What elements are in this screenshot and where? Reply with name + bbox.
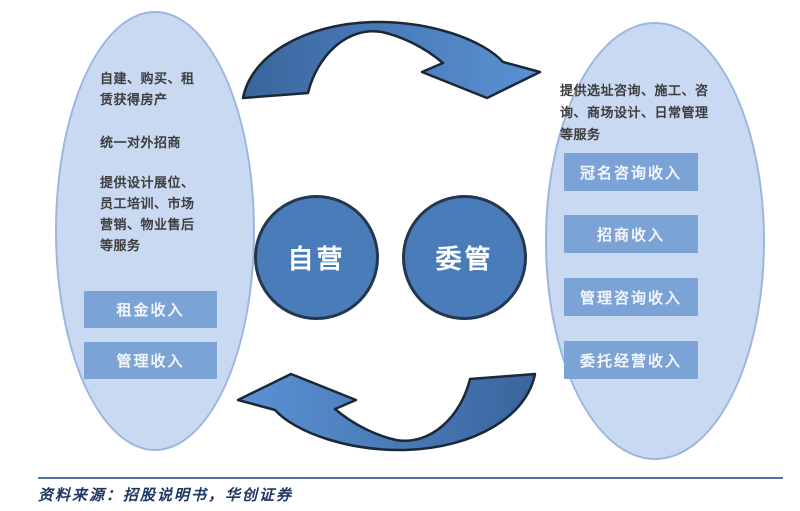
top-curved-arrow-icon [241, 20, 542, 100]
right-ellipse-paragraph-services: 提供选址咨询、施工、咨 询、商场设计、日常管理 等服务 [560, 84, 709, 143]
revenue-box-rent: 租金收入 [84, 291, 217, 328]
bottom-curved-arrow-icon [236, 372, 537, 452]
left-ellipse-paragraph-property: 自建、购买、租 赁获得房产 [100, 72, 195, 108]
circle-commissioned: 委管 [402, 195, 527, 320]
circle-self-operated-label: 自营 [287, 245, 346, 275]
circle-self-operated: 自营 [254, 195, 379, 320]
revenue-box-management-consulting: 管理咨询收入 [564, 278, 698, 316]
left-ellipse-paragraph-leasing: 统一对外招商 [100, 136, 182, 151]
revenue-box-entrusted-operation: 委托经营收入 [564, 341, 698, 379]
source-note: 资料来源：招股说明书，华创证券 [38, 488, 294, 504]
revenue-box-merchant-attraction: 招商收入 [564, 215, 698, 253]
left-ellipse-paragraph-services: 提供设计展位、 员工培训、市场 营销、物业售后 等服务 [100, 176, 195, 254]
source-divider [38, 477, 783, 479]
revenue-box-management: 管理收入 [84, 342, 217, 379]
revenue-box-naming-consulting: 冠名咨询收入 [564, 153, 698, 191]
circle-commissioned-label: 委管 [435, 245, 494, 275]
